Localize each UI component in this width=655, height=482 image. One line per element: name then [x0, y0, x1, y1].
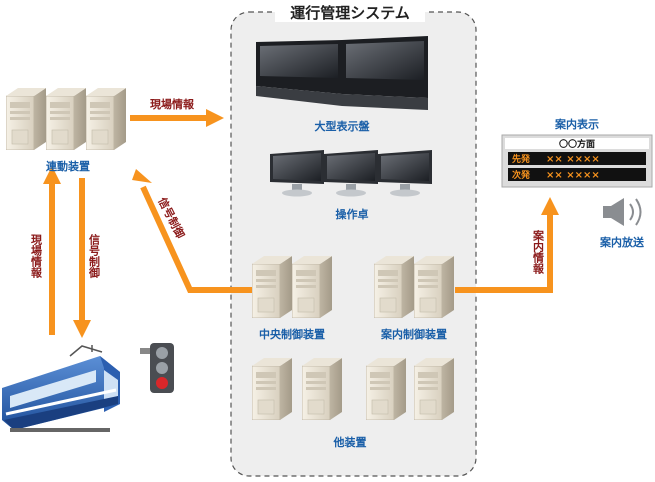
train-icon: [2, 345, 120, 432]
arrowhead-down: [73, 320, 91, 338]
label-central-control: 中央制御装置: [259, 327, 325, 341]
label-info-display: 案内表示: [554, 117, 599, 131]
system-title: 運行管理システム: [290, 4, 410, 22]
board-row-1-label: 先発: [512, 153, 531, 165]
traffic-signal-icon: [140, 343, 174, 393]
arrowhead-signal-control: [132, 169, 152, 183]
interlocking-servers: [6, 88, 126, 150]
info-display-board: 〇〇方面 先発 ×× ×××× 次発 ×× ××××: [501, 134, 653, 188]
label-announcement: 案内放送: [599, 235, 645, 249]
central-control-servers: [252, 256, 332, 318]
guidance-control-servers: [374, 256, 454, 318]
label-guidance-control: 案内制御装置: [380, 327, 447, 341]
label-field-info-v: 現場情報: [30, 234, 43, 279]
board-row-2-marks: ×× ××××: [546, 170, 600, 181]
label-field-info-h: 現場情報: [150, 97, 195, 111]
label-console: 操作卓: [336, 207, 369, 221]
label-interlocking: 連動装置: [46, 159, 90, 173]
label-signal-control-v: 信号制御: [88, 233, 102, 279]
arrowhead-up: [43, 166, 61, 184]
label-display-board: 大型表示盤: [315, 119, 371, 133]
speaker-icon: [603, 198, 642, 226]
large-display-board: [256, 36, 428, 110]
arrowhead-guidance-info: [541, 197, 559, 215]
system-boundary: [230, 11, 477, 477]
arrows: [49, 115, 553, 335]
arrowhead-field-info: [206, 109, 224, 127]
label-guidance-info: 案内情報: [532, 229, 546, 275]
label-other-devices: 他装置: [333, 435, 367, 449]
board-row-1-marks: ×× ××××: [546, 154, 600, 165]
board-header: 〇〇方面: [559, 138, 595, 150]
console-monitors: [270, 150, 432, 197]
board-row-2-label: 次発: [512, 169, 531, 181]
